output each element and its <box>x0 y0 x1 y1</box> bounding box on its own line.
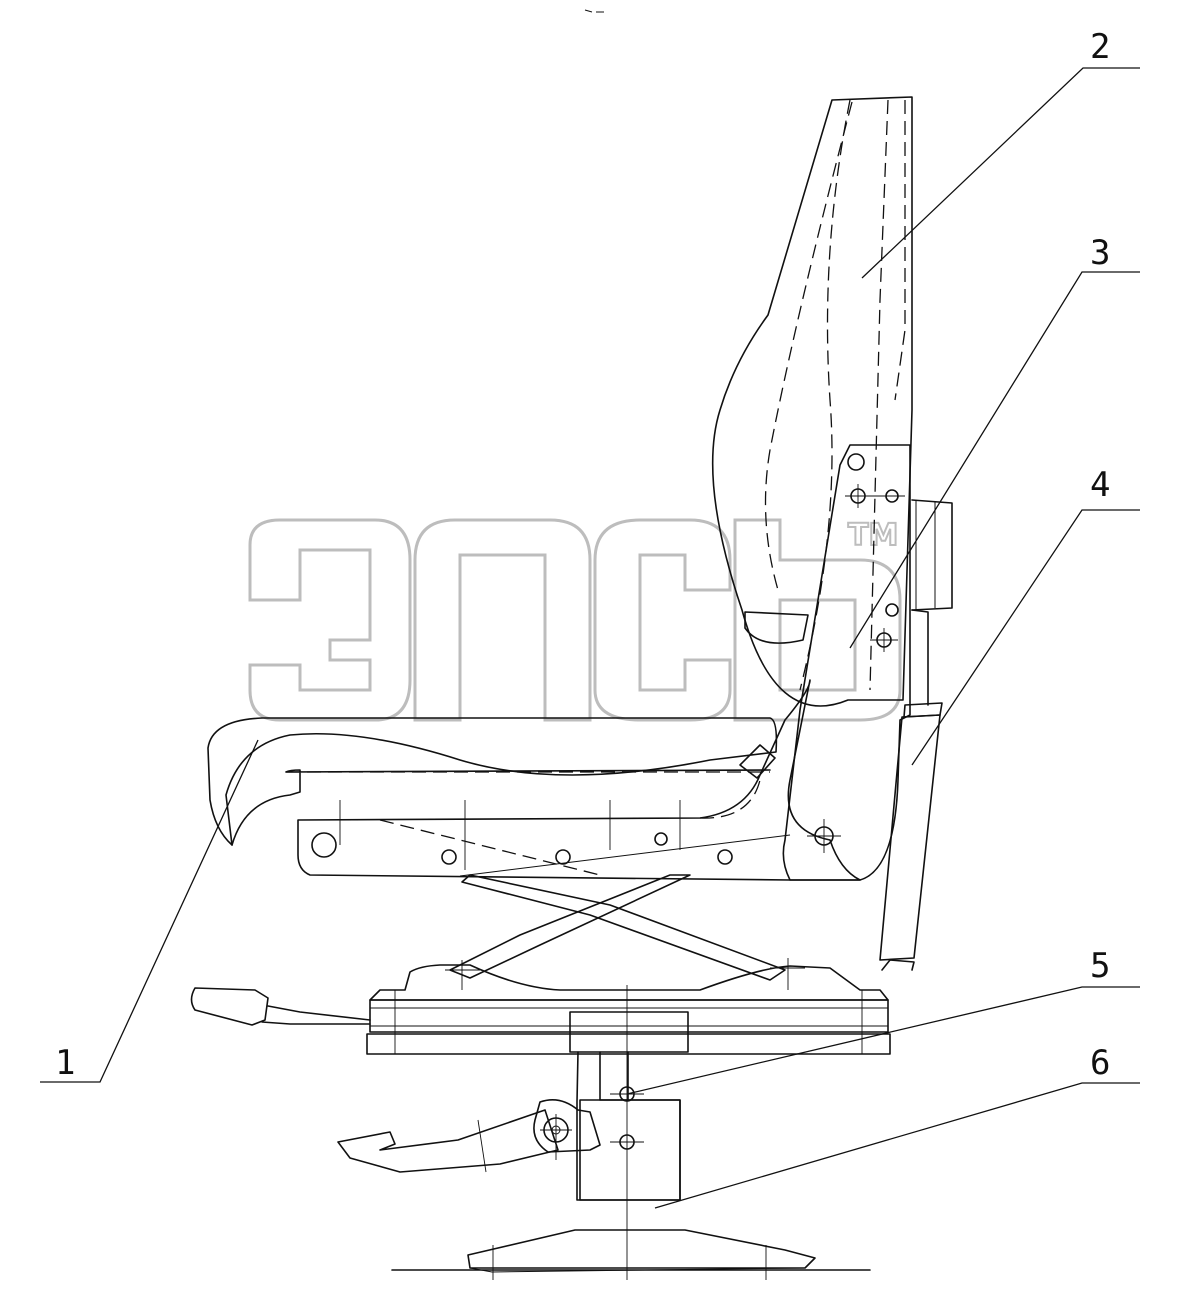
scissor-linkage <box>445 834 805 990</box>
callout-5: 5 <box>626 946 1140 1095</box>
bracket-hole <box>885 603 899 617</box>
shock-absorber <box>879 609 943 971</box>
watermark-logo: TM <box>248 517 902 722</box>
recline-lever <box>744 611 809 644</box>
callout-label-6: 6 <box>1090 1043 1110 1083</box>
callout-6: 6 <box>654 1043 1140 1209</box>
frame-hole <box>441 849 457 865</box>
backrest-bracket <box>744 444 953 881</box>
sheet-mark <box>584 9 604 13</box>
callout-label-4: 4 <box>1090 465 1110 505</box>
foot-pedal-lever <box>337 1099 601 1173</box>
callout-label-3: 3 <box>1090 233 1110 273</box>
callout-4: 4 <box>911 465 1140 766</box>
callout-label-2: 2 <box>1090 27 1110 67</box>
frame-hole <box>654 832 668 846</box>
frame-pivot-hole <box>311 832 337 858</box>
base-platform <box>366 964 891 1055</box>
bracket-hole <box>847 453 865 471</box>
watermark-tm-mark: TM <box>848 518 898 553</box>
callout-1: 1 <box>40 739 259 1083</box>
callout-2: 2 <box>861 27 1140 279</box>
recline-adjuster <box>911 499 953 611</box>
pedestal <box>569 985 689 1280</box>
height-adjust-handle <box>190 987 371 1026</box>
backrest <box>711 96 913 707</box>
callout-label-1: 1 <box>55 1043 75 1083</box>
callout-label-5: 5 <box>1090 946 1110 986</box>
callout-3: 3 <box>849 233 1140 649</box>
cushion-bolt <box>739 744 776 779</box>
frame-hole <box>717 849 733 865</box>
seat-frame <box>297 679 861 881</box>
frame-hole <box>555 849 571 865</box>
base-foot <box>391 1229 871 1280</box>
seat-cushion <box>207 717 778 846</box>
